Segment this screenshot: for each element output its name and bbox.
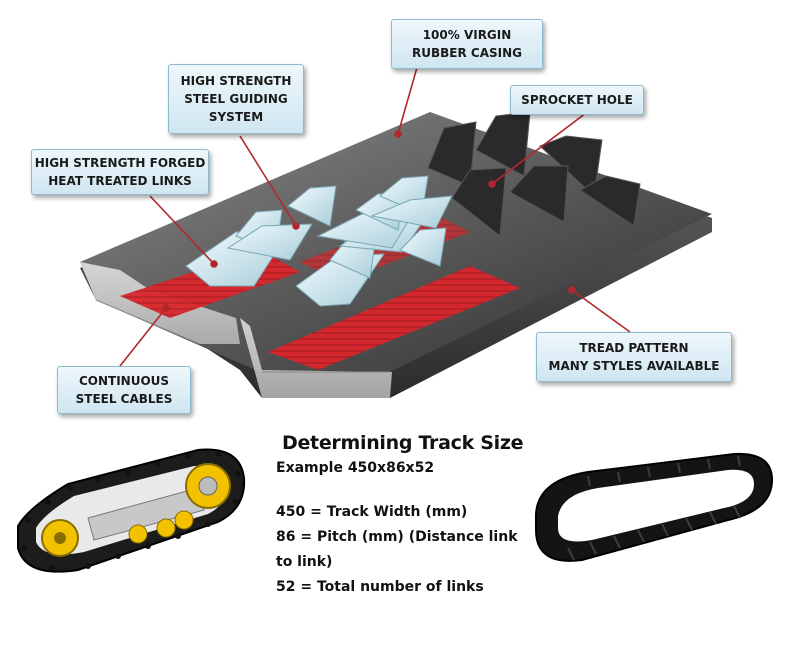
callout-line: 100% VIRGIN	[422, 28, 512, 42]
callout-line: STEEL GUIDING	[184, 92, 288, 106]
callout-line: TREAD PATTERN	[579, 341, 689, 355]
steel-guiding-links	[185, 175, 453, 307]
rubber-track-loop-illustration	[535, 452, 774, 562]
callout-line: SPROCKET HOLE	[521, 93, 633, 107]
callout-forged-links: HIGH STRENGTH FORGED HEAT TREATED LINKS	[31, 149, 209, 195]
callout-line: HEAT TREATED LINKS	[48, 174, 192, 188]
callout-line: SYSTEM	[208, 110, 264, 124]
callout-line: RUBBER CASING	[412, 46, 522, 60]
callout-virgin-rubber: 100% VIRGIN RUBBER CASING	[391, 19, 543, 69]
track-undercarriage-illustration	[17, 448, 246, 573]
callout-line: CONTINUOUS	[78, 374, 170, 388]
spec-track-width: 450 = Track Width (mm)	[276, 504, 468, 520]
spec-link-count: 52 = Total number of links	[276, 579, 484, 595]
info-example: Example 450x86x52	[276, 460, 435, 476]
leader-lines	[119, 63, 631, 367]
callout-line: HIGH STRENGTH FORGED	[34, 156, 206, 170]
spec-pitch: 86 = Pitch (mm) (Distance link	[276, 529, 518, 545]
callout-line: STEEL CABLES	[75, 392, 173, 406]
track-cutaway-diagram	[80, 63, 712, 398]
callout-steel-cables: CONTINUOUS STEEL CABLES	[57, 366, 191, 414]
callout-sprocket-hole: SPROCKET HOLE	[510, 85, 644, 115]
info-title: Determining Track Size	[282, 432, 524, 454]
callout-guiding-system: HIGH STRENGTH STEEL GUIDING SYSTEM	[168, 64, 304, 134]
spec-pitch-cont: to link)	[276, 554, 333, 570]
callout-tread-pattern: TREAD PATTERN MANY STYLES AVAILABLE	[536, 332, 732, 382]
track-size-info: Determining Track Size Example 450x86x52…	[276, 432, 536, 600]
callout-line: HIGH STRENGTH	[180, 74, 292, 88]
callout-line: MANY STYLES AVAILABLE	[548, 359, 720, 373]
